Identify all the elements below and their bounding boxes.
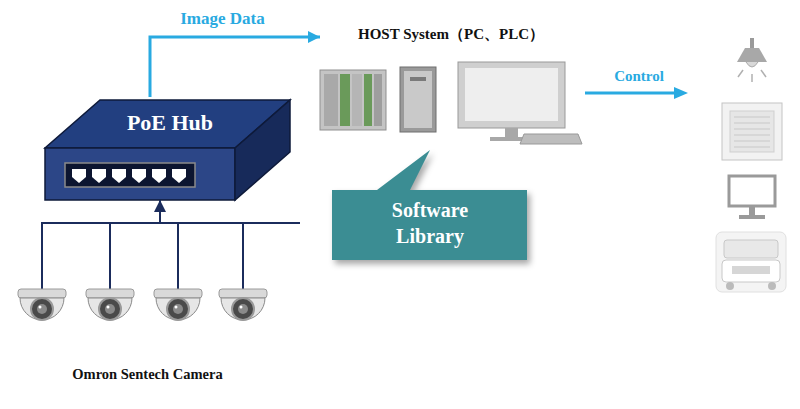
air-conditioner-icon <box>722 103 782 160</box>
host-system-group: HOST System（PC、PLC） <box>320 22 582 147</box>
poe-hub-box: PoE Hub <box>45 97 290 200</box>
monitor-icon <box>729 176 775 219</box>
camera-bus <box>42 223 300 292</box>
connector-arrow <box>42 200 160 283</box>
control-arrow <box>585 87 688 99</box>
node-text: HOST System（PC、PLC） <box>320 25 582 43</box>
control-label: Control <box>604 67 674 85</box>
software-callout: Software Library <box>332 150 532 265</box>
robot-icon <box>716 232 786 292</box>
lamp-icon <box>737 38 767 82</box>
node-text: Omron Sentech Camera <box>15 366 280 383</box>
node-text: Software Library <box>374 197 486 249</box>
camera-group: Omron Sentech Camera <box>15 283 280 393</box>
edge-label: Image Data <box>160 9 285 29</box>
connector-arrow <box>150 37 320 97</box>
node-text: PoE Hub <box>85 111 255 135</box>
